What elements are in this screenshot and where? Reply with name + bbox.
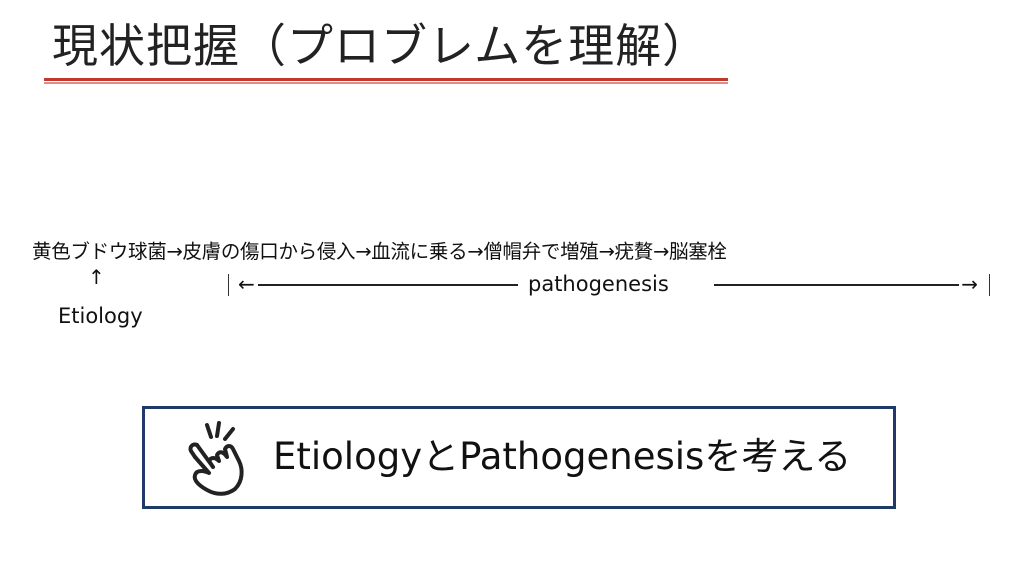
pathogenesis-right-arrow: →: [961, 272, 978, 296]
etiology-up-arrow: ↑: [88, 265, 105, 289]
title-underline: [44, 78, 728, 84]
hand-pointing-icon: [188, 421, 244, 496]
pathogenesis-left-dash: [258, 284, 518, 286]
pathogenesis-right-bar: [989, 274, 990, 296]
pathogenesis-right-dash: [714, 284, 959, 286]
keypoint-text: EtiologyとPathogenesisを考える: [273, 435, 852, 478]
pathogenesis-left-bar: [228, 274, 229, 296]
keypoint-box: EtiologyとPathogenesisを考える: [142, 406, 896, 509]
pathogenesis-label: pathogenesis: [528, 272, 669, 296]
title-underline-top: [44, 78, 728, 81]
page-title: 現状把握（プロブレムを理解）: [52, 19, 710, 73]
pathogenesis-left-arrow: ←: [238, 272, 255, 296]
pathogenesis-range: ← pathogenesis →: [224, 270, 994, 300]
etiology-label: Etiology: [58, 304, 143, 328]
title-underline-bottom: [44, 82, 728, 84]
causal-chain-text: 黄色ブドウ球菌→皮膚の傷口から侵入→血流に乗る→僧帽弁で増殖→疣贅→脳塞栓: [32, 240, 727, 263]
